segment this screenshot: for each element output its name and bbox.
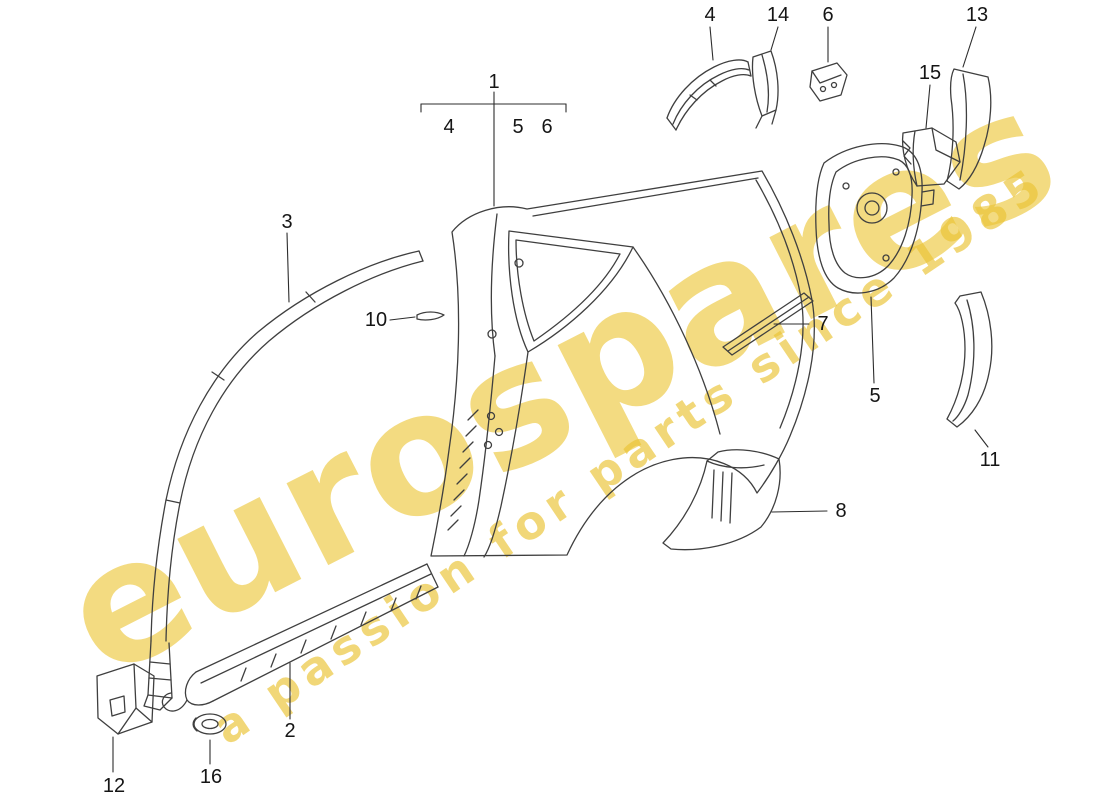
part-2-sill-drawing — [161, 563, 439, 712]
callout-group1-sub-4: 4 — [443, 116, 455, 138]
leader-3 — [286, 232, 290, 303]
rear-pillar-inner-line — [755, 179, 804, 429]
part-8-wheelhouse-trim-drawing — [662, 449, 781, 551]
quarter-window-inner — [515, 239, 621, 342]
part-10-sliver-drawing — [416, 311, 445, 321]
part-12-bracket-drawing — [96, 663, 155, 735]
part-6-bracket-drawing — [809, 62, 848, 102]
a-pillar-foot — [147, 640, 173, 699]
leader-11 — [974, 429, 989, 448]
callout-part-1: 1 — [488, 71, 500, 93]
sill-hatching — [240, 585, 422, 682]
callout-group1-sub-5: 5 — [512, 116, 524, 138]
callout-part-10: 10 — [364, 309, 388, 331]
leader-15 — [925, 84, 931, 129]
callout-part-7: 7 — [817, 313, 829, 335]
quarter-window-outer — [508, 230, 634, 353]
roof-inner-line — [532, 177, 759, 217]
part-15-bracket-drawing — [901, 127, 961, 187]
callout-group1-sub-6: 6 — [541, 116, 553, 138]
callout-part-15: 15 — [918, 62, 942, 84]
part-11-reinforcement-drawing — [946, 291, 993, 428]
main-quarter-panel-drawing — [430, 170, 815, 558]
leader-8 — [771, 510, 828, 513]
lower-pillar-hatching — [447, 409, 479, 531]
leader-5 — [870, 296, 875, 384]
leader-13 — [962, 26, 977, 68]
callout-part-6: 6 — [822, 4, 834, 26]
lock-pillar-rear-line — [483, 351, 529, 558]
rear-quarter-crease — [632, 246, 721, 435]
leader-4 — [709, 26, 714, 61]
pillar-hole — [514, 258, 524, 268]
pillar-hole — [486, 411, 496, 421]
callout-part-14: 14 — [766, 4, 790, 26]
part-4-rail-drawing — [666, 59, 752, 131]
callout-part-16: 16 — [199, 766, 223, 788]
callout-part-12: 12 — [102, 775, 126, 797]
leader-10 — [389, 316, 416, 321]
part-16-grommet-drawing — [192, 713, 227, 735]
callout-part-5: 5 — [869, 385, 881, 407]
callout-part-3: 3 — [281, 211, 293, 233]
part-5-fuel-filler-housing-drawing — [815, 143, 935, 294]
pillar-hole — [494, 427, 504, 437]
part-14-strip-drawing — [751, 50, 779, 129]
callout-part-2: 2 — [284, 720, 296, 742]
pillar-hole — [487, 329, 497, 339]
panel-outline — [430, 170, 815, 557]
callout-part-4: 4 — [704, 4, 716, 26]
callout-part-13: 13 — [965, 4, 989, 26]
lock-pillar-front-line — [463, 355, 496, 557]
fuel-filler-opening — [856, 192, 888, 224]
part-3-a-pillar-drawing — [143, 250, 424, 711]
b-pillar-front-edge — [490, 213, 498, 357]
pillar-hole — [483, 440, 493, 450]
leader-lines — [112, 26, 989, 773]
leader-14 — [770, 26, 779, 51]
callout-part-11: 11 — [979, 449, 1001, 471]
part-13-reinforcement-drawing — [946, 68, 992, 190]
part-7-strip-drawing — [722, 292, 814, 356]
callout-part-8: 8 — [835, 500, 847, 522]
